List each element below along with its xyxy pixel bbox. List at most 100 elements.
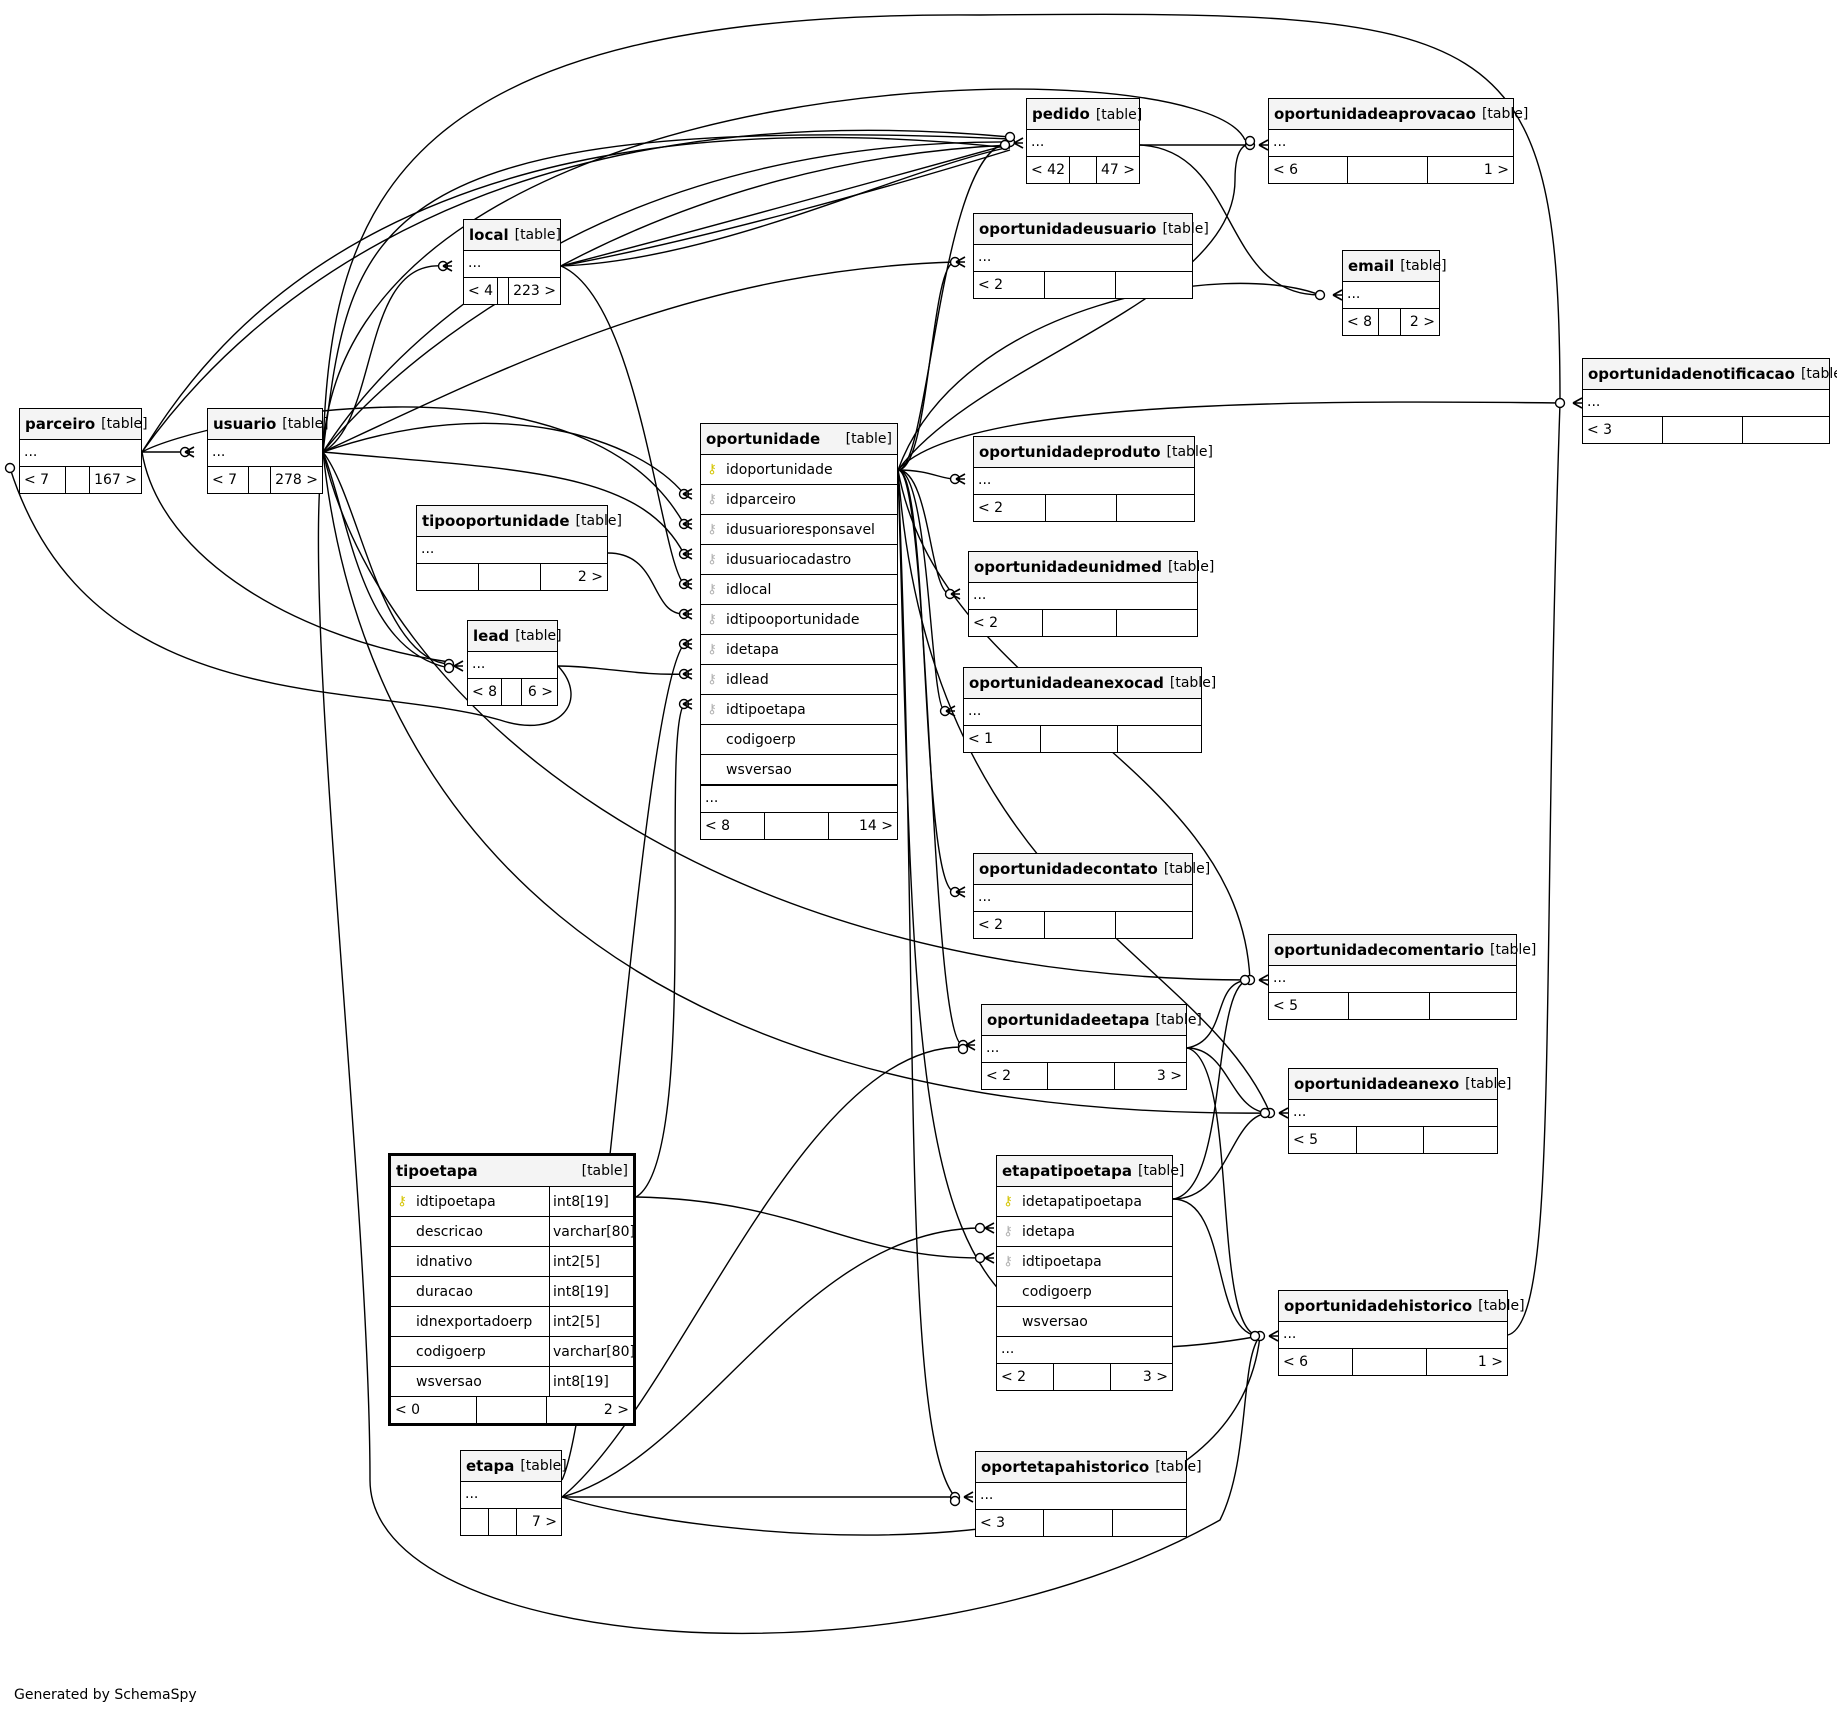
column-row[interactable]: codigoerp: [701, 725, 897, 755]
children-count[interactable]: [1117, 495, 1194, 521]
table-etapatipoetapa[interactable]: etapatipoetapa[table] ⚷idetapatipoetapa⚷…: [996, 1155, 1184, 1391]
table-oportunidadeunidmed[interactable]: oportunidadeunidmed[table] ... < 2: [968, 551, 1214, 637]
column-row[interactable]: ⚷idtipoetapa: [997, 1247, 1172, 1277]
parents-count[interactable]: < 3: [1583, 417, 1663, 443]
parents-count[interactable]: < 8: [1343, 309, 1380, 335]
parents-count[interactable]: [417, 564, 479, 590]
parents-count[interactable]: < 42: [1027, 157, 1070, 183]
children-count[interactable]: 6 >: [527, 684, 553, 700]
column-row[interactable]: ⚷idoportunidade: [701, 455, 897, 485]
column-row[interactable]: ⚷idparceiro: [701, 485, 897, 515]
children-count[interactable]: [1743, 417, 1829, 443]
children-count[interactable]: [1118, 726, 1201, 752]
parents-count[interactable]: < 2: [969, 610, 1044, 636]
table-oportunidadecomentario[interactable]: oportunidadecomentario[table] ... < 5: [1268, 934, 1536, 1020]
table-oportunidadeusuario[interactable]: oportunidadeusuario[table] ... < 2: [973, 213, 1209, 299]
table-etapa[interactable]: etapa[table] ... 7 >: [460, 1450, 567, 1536]
parents-count[interactable]: < 1: [964, 726, 1042, 752]
relationship-line: [897, 469, 964, 1046]
children-count[interactable]: 3 >: [1142, 1369, 1168, 1385]
table-oportunidadenotificacao[interactable]: oportunidadenotificacao[table] ... < 3: [1582, 358, 1837, 444]
children-count[interactable]: 2 >: [1409, 314, 1435, 330]
children-count[interactable]: 1 >: [1483, 162, 1510, 178]
parents-count[interactable]: < 3: [976, 1510, 1045, 1536]
column-row[interactable]: ⚷idetapa: [997, 1217, 1172, 1247]
children-count[interactable]: 278 >: [275, 472, 318, 488]
children-count[interactable]: 47 >: [1101, 162, 1135, 178]
parents-count[interactable]: < 8: [468, 679, 503, 705]
children-count[interactable]: [1424, 1127, 1497, 1153]
parents-count[interactable]: < 5: [1269, 993, 1350, 1019]
parents-count[interactable]: < 2: [997, 1364, 1055, 1390]
column-row[interactable]: codigoerp: [997, 1277, 1172, 1307]
parents-count[interactable]: < 0: [391, 1397, 477, 1423]
column-row[interactable]: ⚷idtipoetapa: [701, 695, 897, 725]
parents-count[interactable]: < 6: [1269, 157, 1349, 183]
children-count[interactable]: 2 >: [577, 569, 603, 585]
parents-count[interactable]: < 6: [1279, 1349, 1354, 1375]
column-row[interactable]: ⚷idusuarioresponsavel: [701, 515, 897, 545]
column-row[interactable]: ⚷idlocal: [701, 575, 897, 605]
relationship-line: [317, 451, 1261, 1635]
children-count[interactable]: 2 >: [603, 1402, 629, 1418]
column-row[interactable]: ⚷idlead: [701, 665, 897, 695]
children-count[interactable]: 14 >: [859, 818, 894, 834]
children-count[interactable]: 3 >: [1156, 1068, 1182, 1084]
table-oportunidadeanexo[interactable]: oportunidadeanexo[table] ... < 5: [1288, 1068, 1512, 1154]
table-tipooportunidade[interactable]: tipooportunidade[table] ... 2 >: [416, 505, 622, 591]
parents-count[interactable]: < 2: [974, 495, 1046, 521]
table-name: pedido: [1032, 105, 1090, 123]
children-count[interactable]: 223 >: [513, 283, 556, 299]
column-row[interactable]: ⚷idusuariocadastro: [701, 545, 897, 575]
table-tag: [table]: [1155, 1012, 1202, 1028]
many-marker: [682, 548, 693, 560]
children-count[interactable]: [1117, 610, 1197, 636]
children-count[interactable]: [1116, 912, 1192, 938]
parents-count[interactable]: < 4: [464, 278, 499, 304]
parents-count[interactable]: < 2: [974, 912, 1045, 938]
parents-count[interactable]: < 2: [974, 272, 1045, 298]
table-oportunidadecontato[interactable]: oportunidadecontato[table] ... < 2: [973, 853, 1210, 939]
rows-count: [1044, 1510, 1113, 1536]
column-row[interactable]: ⚷idtipooportunidade: [701, 605, 897, 635]
column-row[interactable]: ⚷idetapatipoetapa: [997, 1187, 1172, 1217]
parents-count[interactable]: < 7: [208, 467, 250, 493]
children-count[interactable]: 7 >: [531, 1514, 557, 1530]
column-row[interactable]: wsversao: [701, 755, 897, 785]
table-tag: [table]: [1400, 258, 1447, 274]
parents-count[interactable]: < 8: [701, 813, 765, 839]
table-oportunidadeproduto[interactable]: oportunidadeproduto[table] ... < 2: [973, 436, 1213, 522]
parents-count[interactable]: < 2: [982, 1063, 1049, 1089]
table-oportunidadeanexocad[interactable]: oportunidadeanexocad[table] ... < 1: [963, 667, 1216, 753]
parents-count[interactable]: < 7: [20, 467, 67, 493]
table-oportetapahistorico[interactable]: oportetapahistorico[table] ... < 3: [975, 1451, 1202, 1537]
children-count[interactable]: [1113, 1510, 1186, 1536]
parents-count[interactable]: [461, 1509, 489, 1535]
children-count[interactable]: 1 >: [1477, 1354, 1503, 1370]
children-count[interactable]: [1116, 272, 1192, 298]
column-name: wsversao: [1022, 1313, 1088, 1330]
parents-count[interactable]: < 5: [1289, 1127, 1357, 1153]
children-count[interactable]: [1430, 993, 1516, 1019]
children-count[interactable]: 167 >: [94, 472, 137, 488]
table-oportunidade[interactable]: oportunidade[table] ⚷idoportunidade⚷idpa…: [700, 423, 898, 840]
column-row[interactable]: ⚷idetapa: [701, 635, 897, 665]
column-row[interactable]: wsversao: [997, 1307, 1172, 1337]
